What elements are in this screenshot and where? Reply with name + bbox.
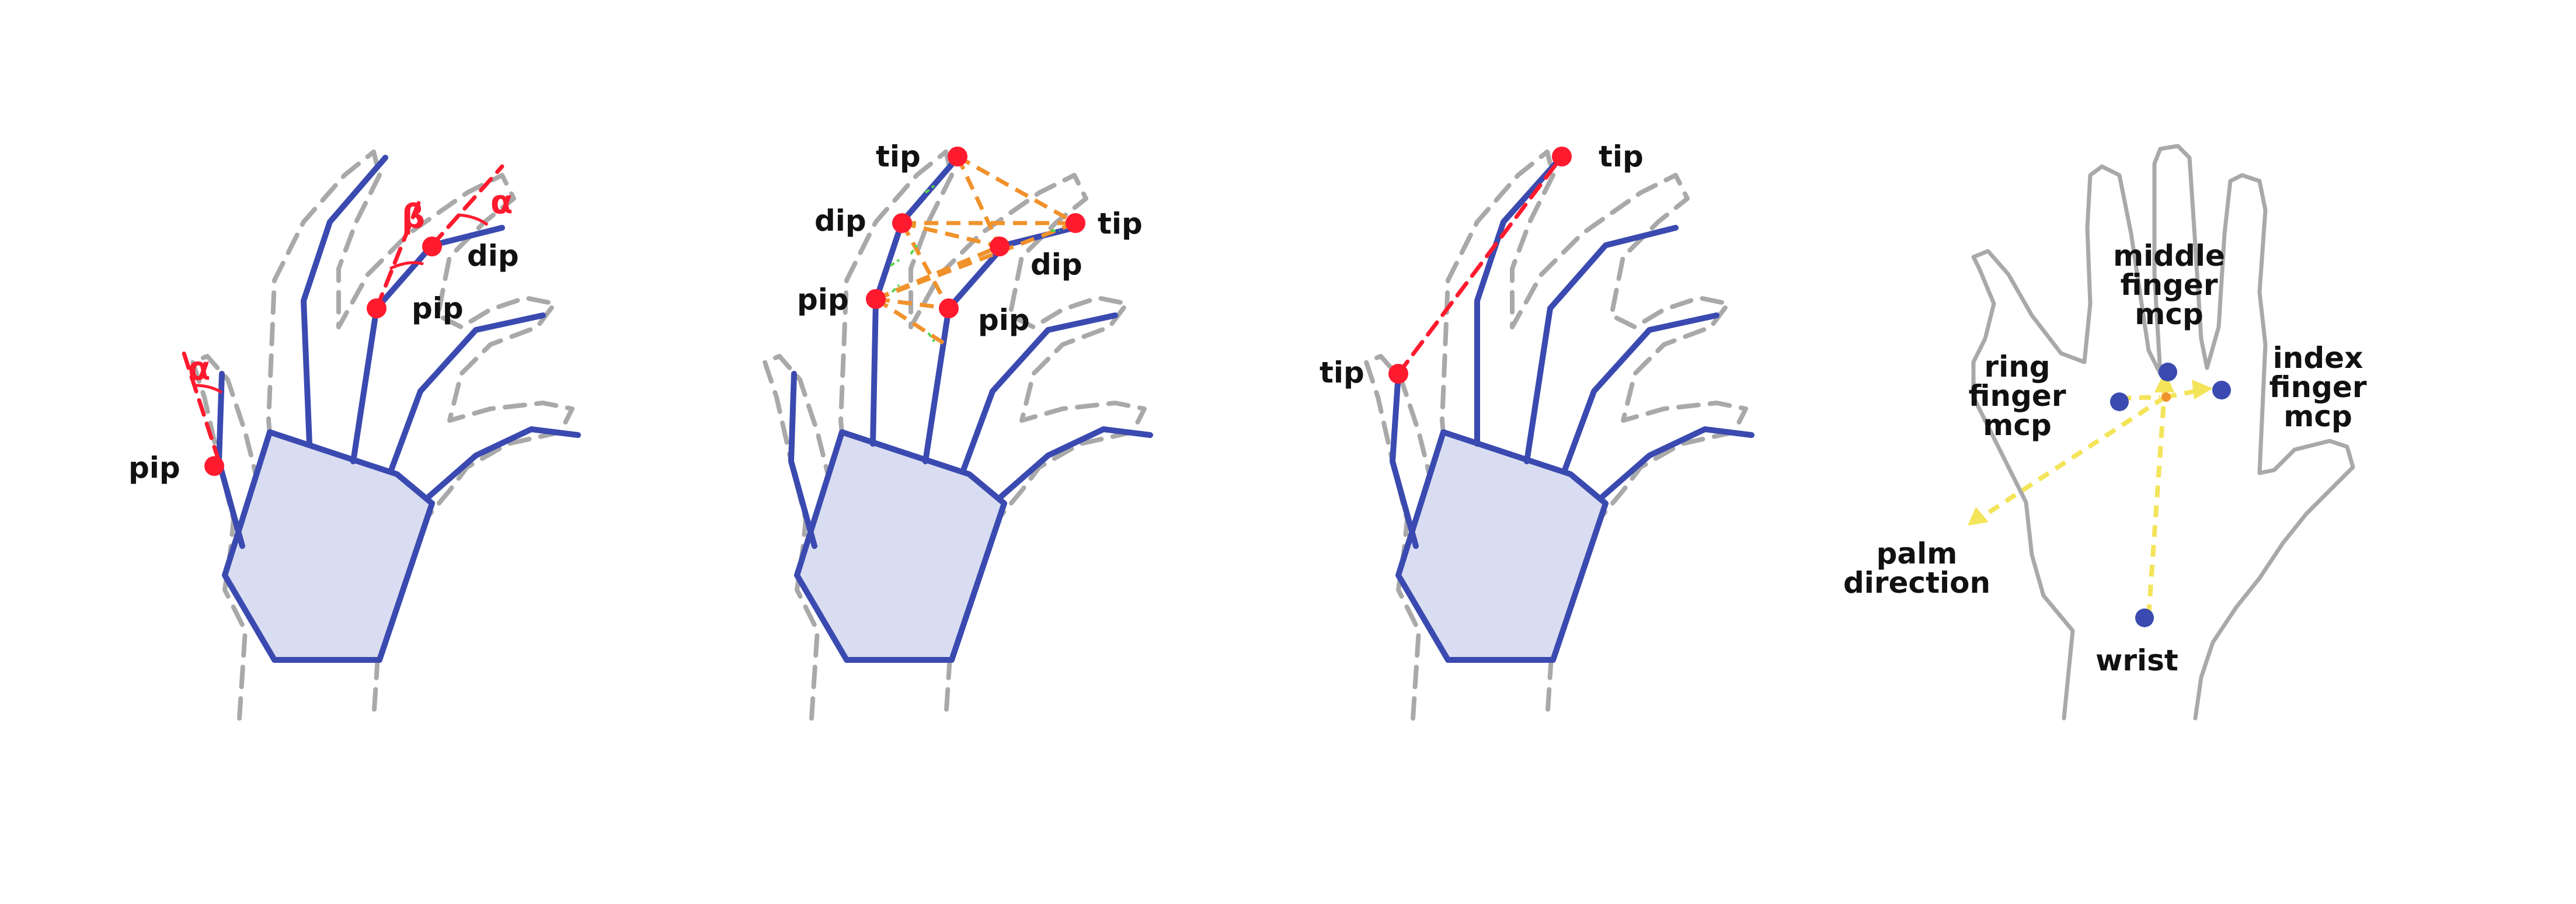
middle-bones-3 xyxy=(1524,225,1679,464)
ring-mcp-joint xyxy=(2110,392,2129,411)
label-palm-direction: palm direction xyxy=(1843,537,1990,600)
svg-text:finger: finger xyxy=(2269,370,2366,404)
svg-text:finger: finger xyxy=(2120,268,2218,302)
ring-bones xyxy=(388,312,546,473)
index-tip-joint xyxy=(948,147,967,166)
palm-center-point xyxy=(2161,392,2171,402)
label-beta-index: β xyxy=(402,198,425,236)
small-bones-3 xyxy=(1600,426,1755,499)
label-pip-index: pip xyxy=(412,291,464,325)
svg-text:index: index xyxy=(2273,341,2363,375)
svg-text:finger: finger xyxy=(1968,379,2066,413)
label-dip-index: dip xyxy=(467,239,519,273)
label-tip-index-3: tip xyxy=(1599,140,1644,173)
label-ring-mcp: ring finger mcp xyxy=(1968,350,2066,442)
label-pip-thumb: pip xyxy=(128,451,180,485)
index-pip-arc xyxy=(389,261,424,270)
thumb-angle-arc xyxy=(195,384,223,394)
small-bones-2 xyxy=(998,426,1153,499)
ring-bones-3 xyxy=(1562,312,1719,473)
svg-text:palm: palm xyxy=(1877,537,1958,571)
panel-palm-direction: middle finger mcp ring finger mcp index … xyxy=(1843,144,2367,721)
label-pip-middle: pip xyxy=(978,303,1030,337)
thumb-bones-3 xyxy=(1390,371,1419,549)
svg-text:ring: ring xyxy=(1984,350,2050,384)
index-tip-joint-3 xyxy=(1552,147,1572,166)
index-mcp-joint xyxy=(2212,381,2231,399)
label-middle-mcp: middle finger mcp xyxy=(2113,239,2225,331)
panel-thumb-tip: tip tip xyxy=(1320,140,1755,718)
panel-angles: pip pip dip α β α xyxy=(128,152,581,718)
label-pip-index-2: pip xyxy=(797,283,849,317)
pairwise-distances xyxy=(875,154,1077,346)
svg-text:mcp: mcp xyxy=(2135,297,2203,331)
label-alpha-index: α xyxy=(490,183,513,221)
small-bones xyxy=(426,426,581,499)
index-bones xyxy=(350,225,505,464)
label-dip-index-2: dip xyxy=(814,204,866,238)
label-wrist: wrist xyxy=(2095,644,2178,677)
svg-text:direction: direction xyxy=(1843,566,1990,600)
index-pip-joint-2 xyxy=(866,289,886,309)
palm-direction-vector xyxy=(1978,395,2167,521)
pinky-bones xyxy=(301,155,388,447)
label-index-mcp: index finger mcp xyxy=(2269,341,2366,433)
thumb-index-tip-distance xyxy=(1396,154,1564,376)
ring-bones-2 xyxy=(960,312,1118,473)
label-tip-index: tip xyxy=(876,140,921,173)
svg-text:middle: middle xyxy=(2113,239,2225,273)
index-dip-arc xyxy=(458,213,489,227)
index-dip-extension xyxy=(430,164,504,248)
thumb-pip-joint xyxy=(204,456,224,476)
label-tip-thumb: tip xyxy=(1320,356,1364,390)
index-dip-joint xyxy=(422,237,442,256)
arrowhead-palm xyxy=(1968,507,1989,526)
middle-dip-joint xyxy=(990,237,1009,256)
index-pip-joint xyxy=(367,298,387,318)
skeleton-1 xyxy=(216,155,581,663)
thumb-tip-joint xyxy=(1388,364,1408,384)
middle-mcp-joint xyxy=(2159,363,2177,381)
hand-outline-4 xyxy=(1971,144,2355,721)
arrowhead-middle xyxy=(2154,371,2174,392)
svg-text:mcp: mcp xyxy=(1983,408,2052,442)
wrist-joint xyxy=(2135,609,2154,627)
svg-text:mcp: mcp xyxy=(2283,399,2352,433)
thumb-bones-2 xyxy=(788,371,817,549)
label-dip-middle: dip xyxy=(1031,248,1082,281)
label-tip-middle: tip xyxy=(1098,207,1143,241)
thumb-angle-extension xyxy=(182,351,221,464)
panel-distances: tip dip pip tip dip pip xyxy=(765,140,1153,718)
index-bones-3 xyxy=(1474,154,1565,447)
index-bones-2 xyxy=(870,155,960,447)
middle-bones-2 xyxy=(923,225,1077,464)
middle-pip-joint xyxy=(939,298,959,318)
middle-tip-joint xyxy=(1066,213,1085,233)
thumb-bones xyxy=(216,371,245,549)
label-alpha-thumb: α xyxy=(188,350,210,388)
arrowhead-index xyxy=(2192,380,2213,399)
index-dip-joint-2 xyxy=(892,213,912,233)
wrist-to-middle-vector xyxy=(2146,385,2167,617)
index-pip-extension xyxy=(374,196,423,311)
